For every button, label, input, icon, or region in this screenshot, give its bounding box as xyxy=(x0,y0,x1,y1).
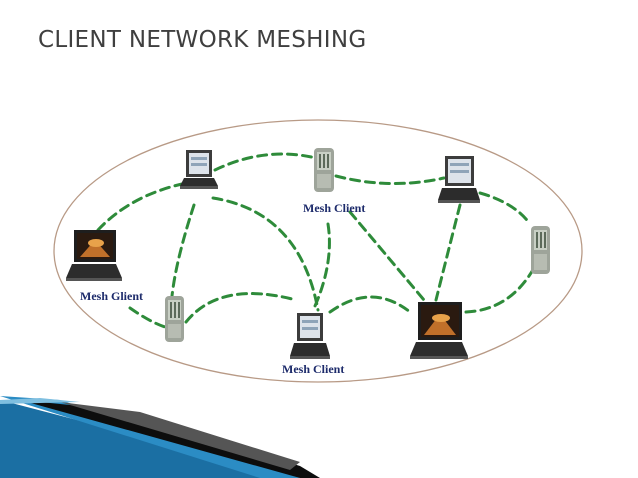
link-laptop-left-to-laptop-top-left xyxy=(96,182,184,232)
link-laptop-bottom-center-to-laptop-bottom-right xyxy=(328,295,412,314)
network-boundary-ellipse xyxy=(53,119,583,383)
laptop-left-icon xyxy=(66,230,122,281)
link-laptop-top-right-to-laptop-bottom-right xyxy=(434,203,462,302)
link-laptop-top-left-to-laptop-bottom-center xyxy=(211,196,320,312)
link-laptop-top-right-to-pda-right xyxy=(478,191,532,226)
link-pda-bottom-left-to-laptop-bottom-center xyxy=(184,292,298,324)
pda-top-center-icon xyxy=(314,148,334,192)
decorative-swoosh xyxy=(0,396,320,478)
link-laptop-top-left-to-pda-bottom-left xyxy=(170,203,196,298)
laptop-top-left-icon xyxy=(180,150,218,189)
laptop-bottom-center-icon xyxy=(290,313,330,359)
mesh-links xyxy=(96,152,536,329)
link-pda-top-center-to-laptop-bottom-right xyxy=(348,210,426,302)
slide-title: CLIENT NETWORK MESHING xyxy=(38,27,367,53)
link-laptop-top-left-to-pda-top-center xyxy=(213,152,318,172)
label-laptop-left: Mesh Glient xyxy=(80,289,143,303)
label-pda-top-center: Mesh Client xyxy=(303,201,365,215)
laptop-top-right-icon xyxy=(438,156,480,203)
link-laptop-bottom-right-to-pda-right xyxy=(464,266,536,314)
link-pda-top-center-to-laptop-top-right xyxy=(334,174,446,186)
link-pda-top-center-to-laptop-bottom-center xyxy=(313,222,331,308)
link-laptop-left-to-pda-bottom-left xyxy=(128,306,167,329)
pda-bottom-left-icon xyxy=(165,296,184,342)
laptop-bottom-right-icon xyxy=(410,302,468,359)
label-laptop-bottom-center: Mesh Client xyxy=(282,362,344,376)
pda-right-icon xyxy=(531,226,550,274)
